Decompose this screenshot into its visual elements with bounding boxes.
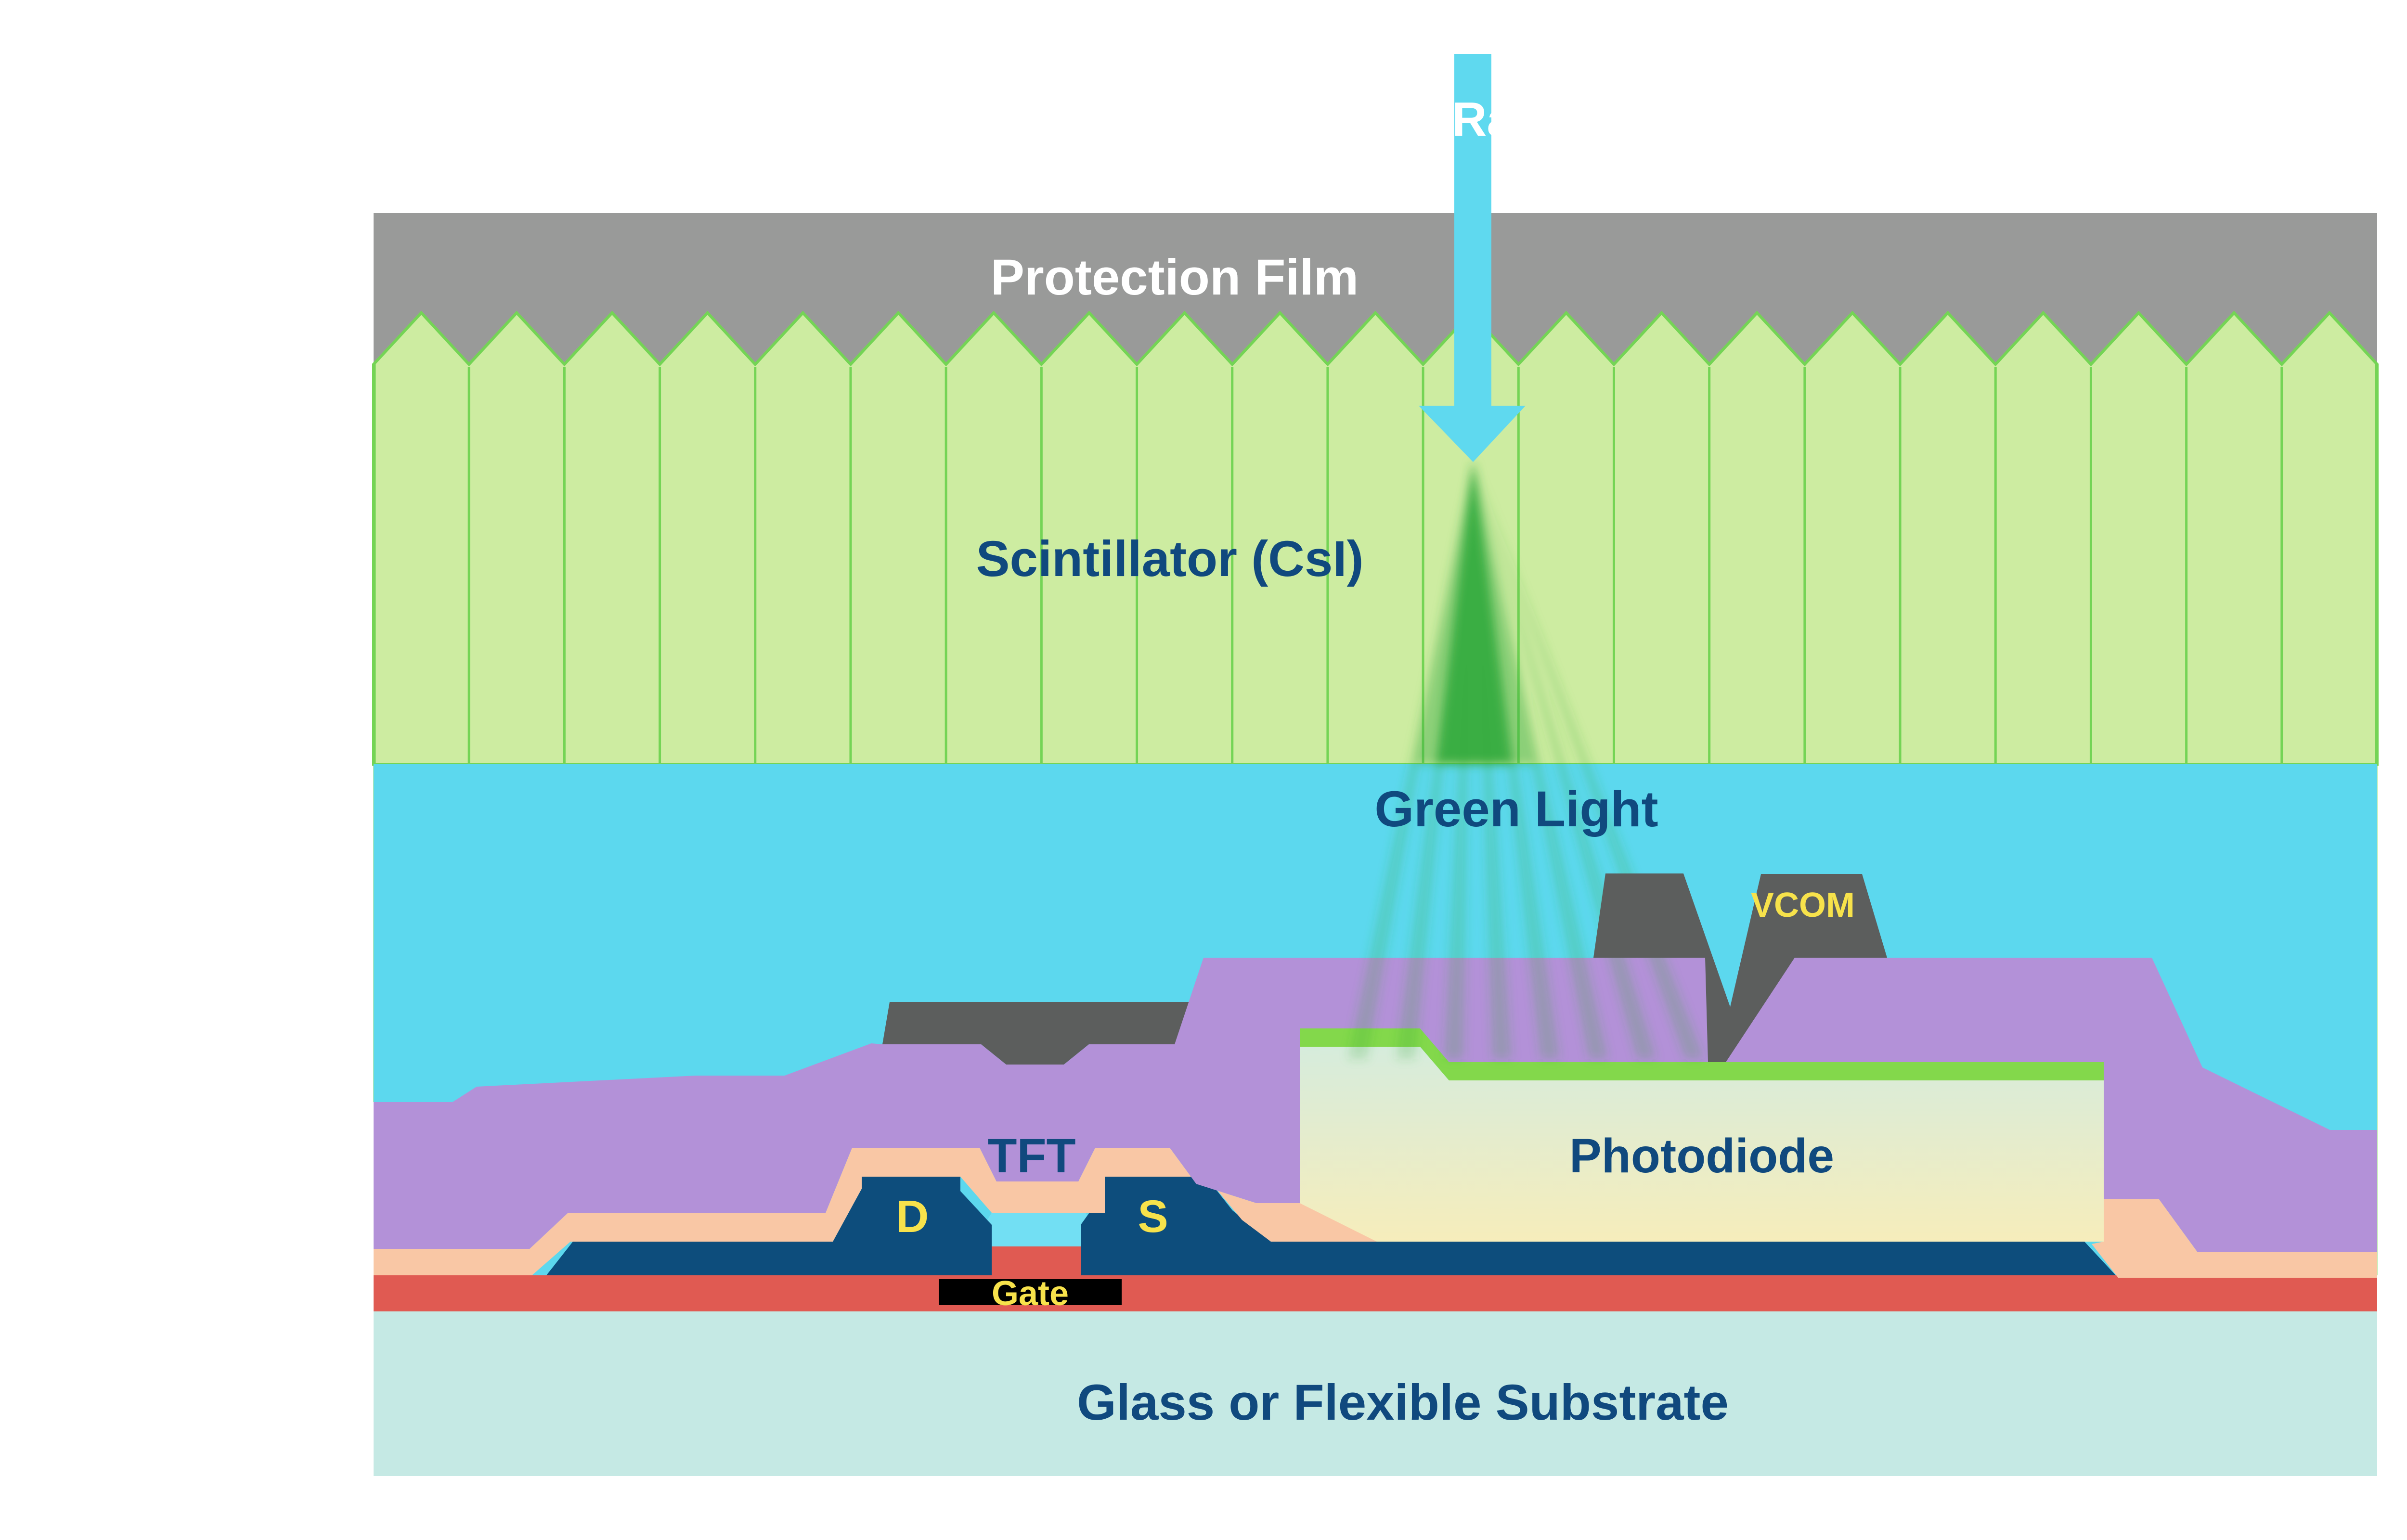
tft-label: TFT — [987, 1129, 1075, 1183]
scintillator-label: Scintillator (CsI) — [976, 531, 1363, 587]
photodiode-label: Photodiode — [1569, 1129, 1834, 1183]
photodiode-top-contact — [1300, 1028, 2104, 1080]
light-ray — [1473, 461, 1560, 1059]
drain-metal — [546, 1177, 992, 1275]
substrate-label: Glass or Flexible Substrate — [1077, 1374, 1729, 1431]
photodiode-body — [1300, 1047, 2104, 1242]
xray-label: X-Ray — [1404, 92, 1540, 146]
drain-label: D — [896, 1191, 929, 1242]
light-ray — [1396, 461, 1473, 1059]
vcom-label: VCOM — [1751, 886, 1855, 924]
light-ray — [1444, 461, 1473, 1059]
protection-film-label: Protection Film — [991, 249, 1359, 306]
light-ray — [1348, 461, 1473, 1059]
salmon-wedge — [1300, 1203, 1377, 1242]
xray-arrow-head — [1419, 406, 1526, 462]
source-metal — [1081, 1177, 2116, 1275]
xray-arrow-shaft — [1454, 54, 1491, 406]
green-light-label: Green Light — [1374, 781, 1658, 837]
vcom-electrode — [1593, 873, 1887, 1062]
scintillator-layer — [372, 310, 2379, 1275]
purple-layer — [374, 958, 2377, 1252]
scintillator-body — [372, 310, 2379, 766]
vcom-inner-wedge — [1683, 873, 1761, 1007]
salmon-layer — [374, 1148, 1300, 1275]
tft-light-shield — [882, 1002, 1213, 1065]
substrate-layer — [374, 1311, 2377, 1476]
salmon-layer-right — [2092, 1199, 2377, 1278]
gate-label: Gate — [992, 1274, 1069, 1313]
light-ray — [1473, 461, 1608, 1059]
light-ray — [1473, 461, 1512, 1059]
red-layer — [374, 1275, 2377, 1311]
gate-electrode — [939, 1279, 1122, 1305]
source-label: S — [1138, 1191, 1168, 1242]
